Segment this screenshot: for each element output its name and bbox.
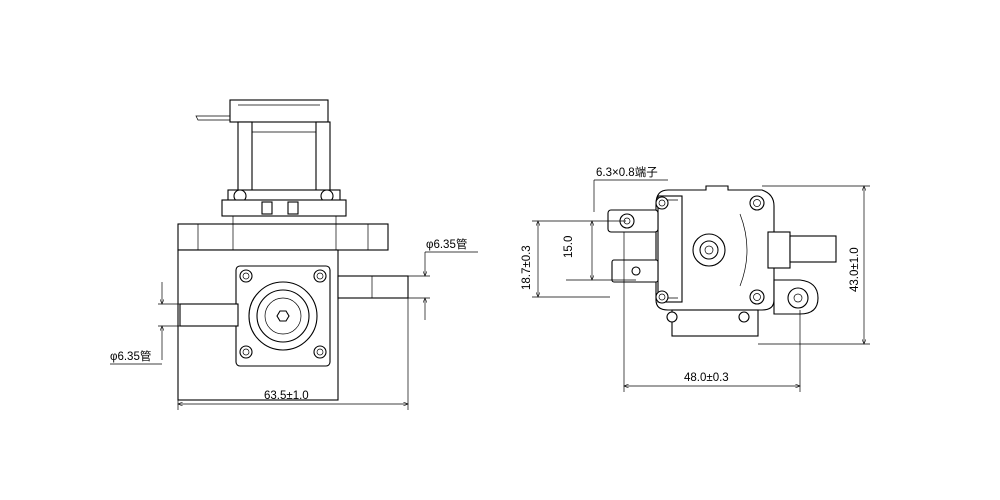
mounting-ear	[773, 279, 819, 315]
valve-body	[177, 249, 339, 401]
dim-inlet-pipe: φ6.35管	[110, 282, 180, 365]
side-height-dim-label: 43.0±1.0	[849, 247, 861, 292]
side-outlet-pipe	[767, 231, 837, 269]
terminal-pitch-dim-label: 15.0	[563, 236, 575, 258]
side-width-dim-label: 48.0±0.3	[684, 372, 729, 384]
front-width-dim-label: 63.5±1.0	[264, 390, 309, 402]
dim-terminal-size: 6.3×0.8端子	[593, 166, 668, 212]
terminals	[607, 209, 659, 283]
mounting-flange	[177, 216, 389, 251]
dim-side-width: 48.0±0.3	[624, 232, 800, 392]
dim-terminal-height: 18.7±0.3	[521, 221, 610, 297]
side-view: 6.3×0.8端子 15.0 18.7±0.3 43.0±1.0 48.0±0.…	[521, 166, 870, 392]
side-body	[655, 185, 775, 337]
outlet-pipe-dim-label: φ6.35管	[426, 237, 467, 251]
dim-side-height: 43.0±1.0	[758, 186, 870, 344]
inlet-pipe	[179, 303, 239, 327]
terminal-size-dim-label: 6.3×0.8端子	[596, 166, 658, 179]
outlet-pipe	[337, 275, 409, 299]
front-view: φ6.35管 φ6.35管 63.5±1.0	[110, 99, 478, 410]
dim-terminal-pitch: 15.0	[563, 221, 636, 280]
terminal-height-dim-label: 18.7±0.3	[521, 245, 533, 290]
dim-outlet-pipe: φ6.35管	[408, 237, 478, 320]
dim-front-width: 63.5±1.0	[178, 298, 408, 410]
inlet-pipe-dim-label: φ6.35管	[110, 349, 151, 363]
solenoid-coil	[195, 99, 347, 217]
